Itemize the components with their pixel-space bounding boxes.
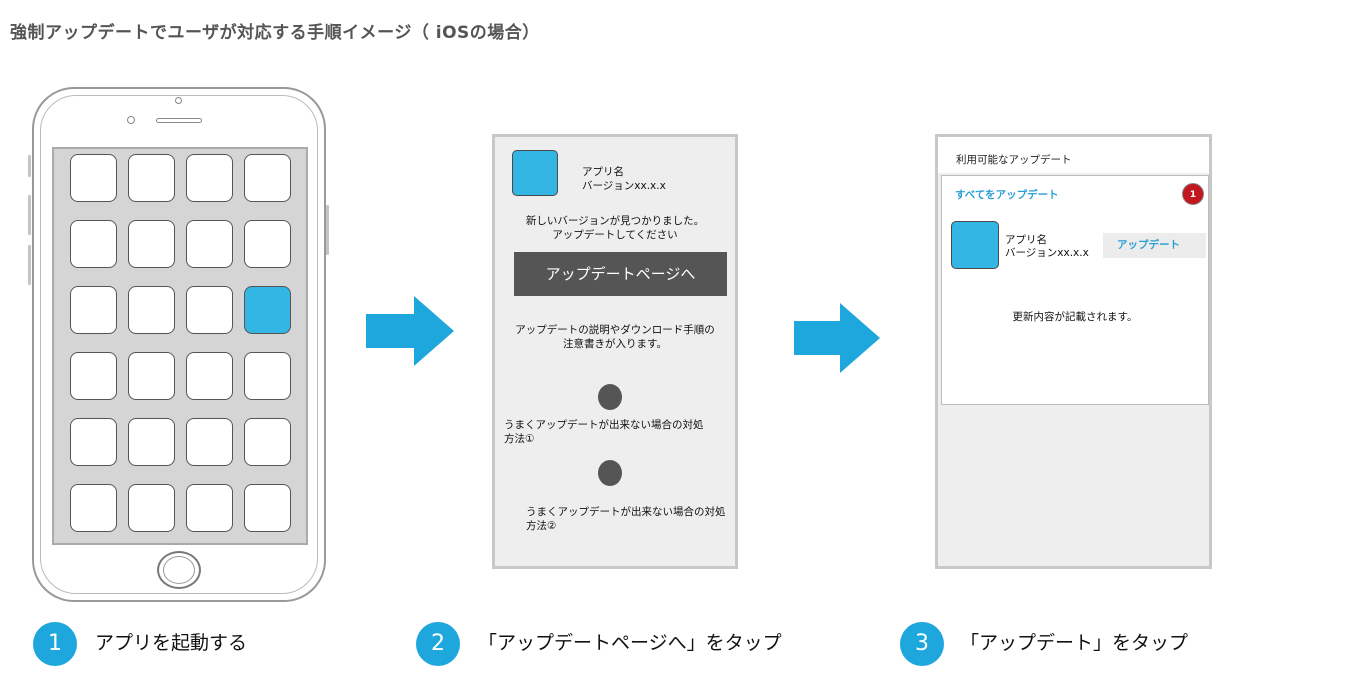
help-link-line: 方法① bbox=[504, 433, 535, 445]
app-icon[interactable] bbox=[186, 484, 233, 532]
step-label: 「アップデート」をタップ bbox=[960, 632, 1189, 654]
help-link-line: 方法② bbox=[526, 520, 557, 532]
update-count-badge: 1 bbox=[1182, 183, 1204, 205]
go-to-update-page-button[interactable]: アップデートページへ bbox=[514, 252, 727, 296]
update-message-line: 新しいバージョンが見つかりました。 bbox=[525, 215, 705, 227]
step-number-badge: 2 bbox=[416, 622, 460, 666]
help-link-line: うまくアップデートが出来ない場合の対処 bbox=[504, 419, 704, 431]
app-icon[interactable] bbox=[186, 154, 233, 202]
phone-bezel bbox=[40, 95, 318, 594]
app-icon[interactable] bbox=[244, 484, 291, 532]
step-number-badge: 3 bbox=[900, 622, 944, 666]
app-icon[interactable] bbox=[244, 154, 291, 202]
power-button bbox=[326, 205, 329, 255]
arrow-right-icon bbox=[366, 296, 454, 366]
phone-screen bbox=[52, 147, 308, 545]
camera-icon bbox=[175, 97, 182, 104]
help-link[interactable]: うまくアップデートが出来ない場合の対処 方法② bbox=[526, 505, 736, 533]
updates-header: 利用可能なアップデート bbox=[938, 137, 1209, 173]
arrow-right-icon bbox=[794, 303, 880, 373]
app-icon[interactable] bbox=[70, 352, 117, 400]
app-icon bbox=[951, 221, 999, 269]
update-button[interactable]: アップデート bbox=[1103, 233, 1206, 258]
app-icon[interactable] bbox=[70, 220, 117, 268]
app-icon[interactable] bbox=[128, 418, 175, 466]
step-label: 「アップデートページへ」をタップ bbox=[478, 632, 782, 654]
updates-list: すべてをアップデート 1 アプリ名 バージョンxx.x.x アップデート 更新内… bbox=[941, 175, 1209, 405]
target-app-icon[interactable] bbox=[244, 286, 291, 334]
step-label: アプリを起動する bbox=[95, 632, 248, 654]
force-update-screen: アプリ名 バージョンxx.x.x 新しいバージョンが見つかりました。 アップデー… bbox=[492, 134, 738, 569]
speaker-grille bbox=[156, 118, 202, 123]
volume-up-button bbox=[28, 195, 31, 235]
sensor-icon bbox=[127, 116, 135, 124]
mute-switch bbox=[28, 155, 31, 177]
update-description-line: 注意書きが入ります。 bbox=[563, 338, 667, 350]
step-number-badge: 1 bbox=[33, 622, 77, 666]
app-icon[interactable] bbox=[128, 286, 175, 334]
app-icon[interactable] bbox=[70, 418, 117, 466]
app-name: アプリ名 bbox=[582, 166, 624, 178]
update-all-link[interactable]: すべてをアップデート bbox=[955, 189, 1059, 201]
app-icon[interactable] bbox=[244, 352, 291, 400]
app-icon bbox=[512, 150, 558, 196]
update-description: アップデートの説明やダウンロード手順の 注意書きが入ります。 bbox=[495, 323, 735, 351]
volume-down-button bbox=[28, 245, 31, 285]
app-icon[interactable] bbox=[70, 154, 117, 202]
app-icon-grid bbox=[70, 154, 291, 532]
help-link-line: うまくアップデートが出来ない場合の対処 bbox=[526, 506, 726, 518]
home-button[interactable] bbox=[157, 551, 201, 589]
app-icon[interactable] bbox=[128, 352, 175, 400]
update-message: 新しいバージョンが見つかりました。 アップデートしてください bbox=[495, 214, 735, 242]
app-icon[interactable] bbox=[128, 154, 175, 202]
release-notes: 更新内容が記載されます。 bbox=[1012, 311, 1138, 323]
app-icon[interactable] bbox=[186, 286, 233, 334]
bullet-icon bbox=[598, 384, 622, 410]
update-message-line: アップデートしてください bbox=[552, 229, 678, 241]
app-icon[interactable] bbox=[244, 220, 291, 268]
help-link[interactable]: うまくアップデートが出来ない場合の対処 方法① bbox=[504, 418, 724, 446]
app-icon[interactable] bbox=[186, 418, 233, 466]
app-store-updates-screen: 利用可能なアップデート すべてをアップデート 1 アプリ名 バージョンxx.x.… bbox=[935, 134, 1212, 569]
app-icon[interactable] bbox=[70, 484, 117, 532]
update-description-line: アップデートの説明やダウンロード手順の bbox=[515, 324, 715, 336]
app-icon[interactable] bbox=[128, 484, 175, 532]
app-icon[interactable] bbox=[186, 352, 233, 400]
app-version: バージョンxx.x.x bbox=[582, 180, 666, 192]
app-version: バージョンxx.x.x bbox=[1005, 247, 1089, 259]
app-icon[interactable] bbox=[186, 220, 233, 268]
app-name: アプリ名 bbox=[1005, 234, 1047, 246]
bullet-icon bbox=[598, 460, 622, 486]
page-title: 強制アップデートでユーザが対応する手順イメージ（ iOSの場合） bbox=[10, 23, 540, 43]
app-icon[interactable] bbox=[244, 418, 291, 466]
app-icon[interactable] bbox=[128, 220, 175, 268]
app-icon[interactable] bbox=[70, 286, 117, 334]
